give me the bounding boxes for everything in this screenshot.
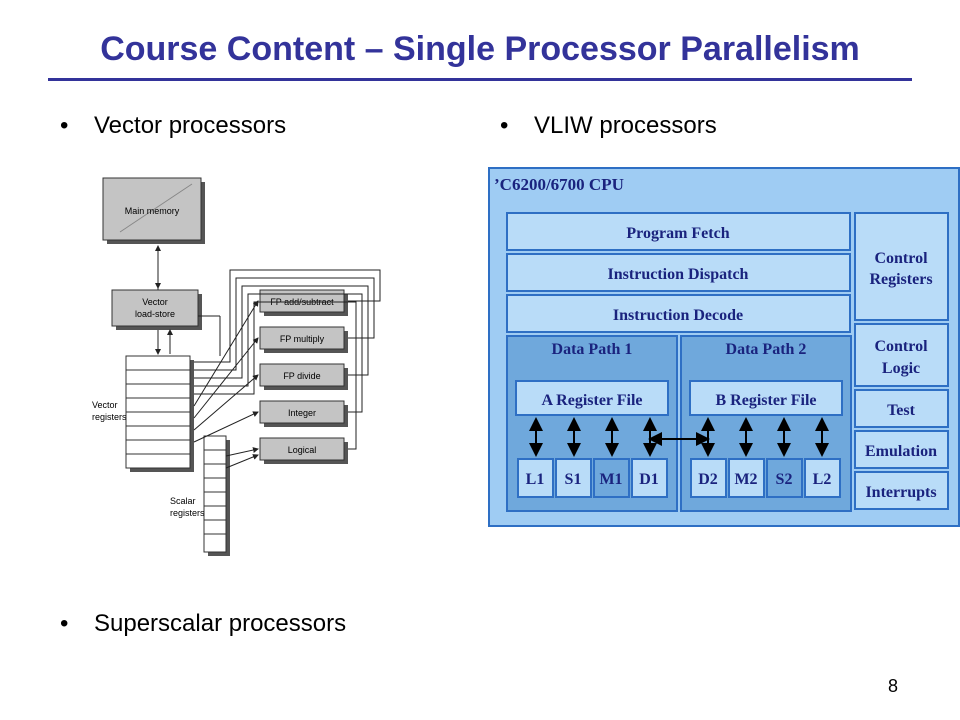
unit-m1-label: M1: [599, 471, 622, 488]
control-registers-label-1: Control: [874, 250, 928, 267]
unit-m2: [728, 458, 765, 498]
unit-s1: [555, 458, 592, 498]
bullet-vliw-processors: • VLIW processors: [500, 112, 717, 140]
bullet-text: Superscalar processors: [94, 610, 347, 637]
instruction-decode-box: [506, 294, 851, 333]
vliw-cpu-diagram: ’C6200/6700 CPU Program Fetch Instructio…: [488, 167, 960, 527]
unit-l1-label: L1: [526, 471, 545, 488]
a-register-file-label: A Register File: [541, 392, 642, 409]
unit-d1-label: D1: [639, 471, 659, 488]
emulation-label: Emulation: [865, 443, 937, 460]
fp-multiply-label: FP multiply: [280, 334, 325, 344]
vector-registers-stack: [125, 355, 191, 469]
vector-load-store-box: [111, 289, 199, 327]
scalar-registers-label-2: registers: [170, 508, 205, 518]
unit-m1: [593, 458, 630, 498]
title-underline: [48, 78, 912, 81]
unit-d2: [690, 458, 727, 498]
bullet-text: VLIW processors: [534, 112, 717, 139]
scalar-registers-stack: [203, 435, 227, 553]
unit-l2: [804, 458, 841, 498]
scalar-registers-label-1: Scalar: [170, 496, 196, 506]
unit-s1-label: S1: [565, 471, 582, 488]
a-register-file: [515, 380, 669, 416]
unit-l2-label: L2: [813, 471, 832, 488]
test-box: [854, 389, 949, 428]
program-fetch-box: [506, 212, 851, 251]
slide-title: Course Content – Single Processor Parall…: [100, 30, 860, 68]
vector-processor-diagram: Main memory Vector load-store Vector reg…: [92, 177, 381, 556]
control-registers-label-2: Registers: [869, 271, 932, 288]
bullet-text: Vector processors: [94, 112, 287, 139]
program-fetch-label: Program Fetch: [626, 225, 729, 242]
logical-box: [259, 437, 345, 461]
unit-s2: [766, 458, 803, 498]
fp-divide-box: [259, 363, 345, 387]
interrupts-box: [854, 471, 949, 510]
test-label: Test: [887, 402, 916, 419]
data-path-1-label: Data Path 1: [552, 341, 633, 358]
page-number: 8: [888, 676, 899, 696]
fp-add-subtract-box: [259, 289, 345, 313]
unit-d2-label: D2: [698, 471, 718, 488]
bullet-char: •: [500, 112, 509, 139]
fp-divide-label: FP divide: [283, 371, 320, 381]
bullet-char: •: [60, 610, 69, 637]
instruction-dispatch-box: [506, 253, 851, 292]
integer-label: Integer: [288, 408, 316, 418]
emulation-box: [854, 430, 949, 469]
instruction-decode-label: Instruction Decode: [613, 307, 743, 324]
data-path-2-label: Data Path 2: [726, 341, 807, 358]
unit-m2-label: M2: [734, 471, 757, 488]
logical-label: Logical: [288, 445, 317, 455]
bullet-vector-processors: • Vector processors: [60, 112, 286, 140]
control-registers-box: [854, 212, 949, 321]
control-logic-label-2: Logic: [882, 360, 920, 377]
fp-multiply-box: [259, 326, 345, 350]
unit-s2-label: S2: [776, 471, 793, 488]
main-memory-label: Main memory: [125, 206, 180, 216]
control-logic-label-1: Control: [874, 338, 928, 355]
vector-registers-label-1: Vector: [92, 400, 118, 410]
b-register-file-label: B Register File: [715, 392, 816, 409]
bullet-superscalar-processors: • Superscalar processors: [60, 610, 346, 638]
interrupts-label: Interrupts: [865, 484, 936, 501]
unit-d1: [631, 458, 668, 498]
vector-registers-label-2: registers: [92, 412, 127, 422]
integer-box: [259, 400, 345, 424]
cpu-title: ’C6200/6700 CPU: [494, 175, 624, 194]
unit-l1: [517, 458, 554, 498]
control-logic-box: [854, 323, 949, 387]
load-store-label-2: load-store: [135, 309, 175, 319]
load-store-label-1: Vector: [142, 297, 168, 307]
bullet-char: •: [60, 112, 69, 139]
instruction-dispatch-label: Instruction Dispatch: [608, 266, 749, 283]
b-register-file: [689, 380, 843, 416]
